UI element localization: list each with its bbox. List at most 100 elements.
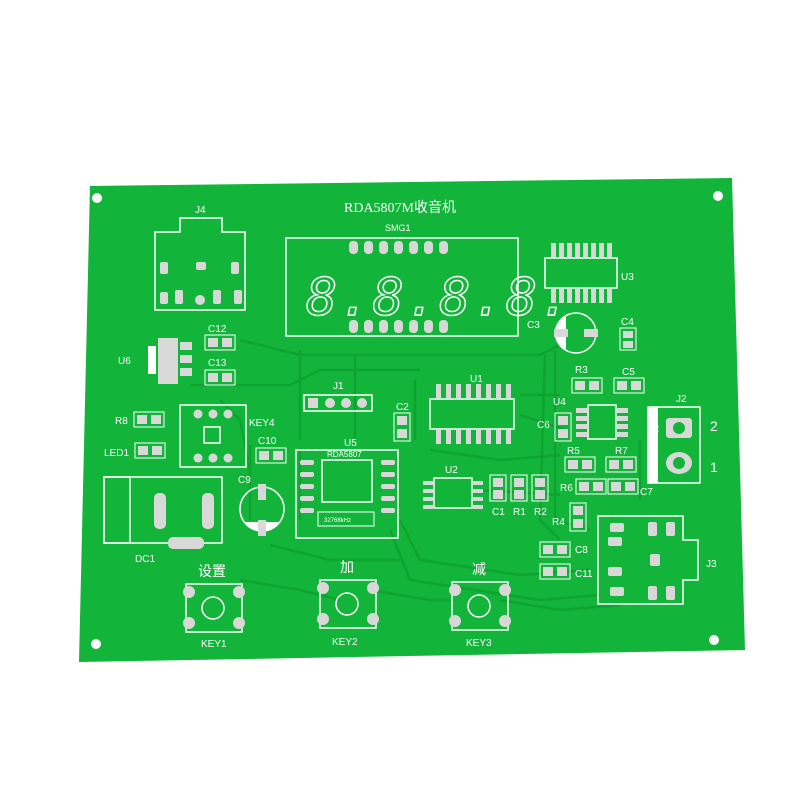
label-u5: U5 [344, 438, 357, 449]
label-r1: R1 [513, 507, 526, 518]
u5-pads [300, 460, 395, 513]
label-c6: C6 [537, 420, 550, 431]
u2-pads [423, 481, 483, 509]
key4-pads [193, 409, 233, 463]
crystal-marking: 32768kHz [324, 518, 351, 524]
j2-pin-1: 1 [710, 459, 718, 475]
u5-marking: RDA5807 [327, 450, 362, 459]
mounting-hole [92, 193, 102, 203]
r4-pads [569, 502, 587, 532]
c10-pads [255, 447, 287, 464]
u6-footprint [148, 338, 192, 384]
key4-outline [179, 404, 247, 468]
j1-outline [303, 394, 373, 412]
key2-cn-label: 加 [340, 559, 354, 575]
label-r2: R2 [534, 507, 547, 518]
label-c2: C2 [396, 402, 409, 413]
mounting-hole [709, 635, 719, 645]
label-j2: J2 [676, 394, 687, 405]
r6-pads [575, 478, 607, 495]
label-u2: U2 [445, 465, 458, 476]
r3-pads [571, 377, 603, 394]
u1-outline [429, 398, 515, 430]
j2-pin-2: 2 [710, 418, 718, 434]
j4-pads [160, 262, 242, 305]
label-r5: R5 [567, 446, 580, 457]
mounting-hole [91, 639, 101, 649]
board-title: RDA5807M收音机 [344, 199, 456, 216]
smg1-outline [285, 237, 519, 337]
label-j1: J1 [333, 381, 344, 392]
crystal-outline [317, 511, 375, 527]
c13-pads [204, 369, 236, 386]
label-u6: U6 [118, 356, 131, 367]
j2-pads [666, 418, 692, 474]
label-r4: R4 [552, 517, 565, 528]
u1-pads [436, 384, 511, 444]
r5-pads [564, 456, 596, 473]
key1-cn-label: 设置 [198, 563, 226, 579]
c1-r1-r2-pads [489, 474, 549, 502]
label-c8: C8 [575, 545, 588, 556]
mounting-hole [713, 191, 723, 201]
u2-outline [433, 477, 473, 509]
label-led1: LED1 [104, 448, 129, 459]
c12-pads [204, 334, 236, 351]
label-c7: C7 [640, 487, 653, 498]
label-c5: C5 [622, 367, 635, 378]
u4-pads [576, 408, 628, 437]
smg1-top-pads [349, 241, 448, 254]
r7-pads [605, 456, 637, 473]
label-c4: C4 [621, 317, 634, 328]
led1-pads [134, 442, 166, 459]
dc1-pads [154, 493, 214, 549]
label-u1: U1 [470, 374, 483, 385]
key3-ref-label: KEY3 [466, 638, 492, 649]
u5-outline [295, 449, 399, 539]
u5-chip-outline [321, 459, 373, 503]
label-smg1: SMG1 [385, 223, 411, 233]
u3-pads [551, 243, 612, 303]
label-dc1: DC1 [135, 554, 155, 565]
label-c13: C13 [208, 358, 227, 369]
key1-ref-label: KEY1 [201, 639, 227, 650]
label-u3: U3 [621, 272, 634, 283]
key2-ref-label: KEY2 [332, 637, 358, 648]
label-j4: J4 [195, 205, 206, 216]
j3-outline [597, 515, 699, 605]
label-c9: C9 [238, 475, 251, 486]
c4-pads [619, 327, 637, 351]
j4-outline [154, 217, 246, 311]
key2-button[interactable]: 加 KEY2 [317, 559, 379, 648]
label-u4: U4 [553, 397, 566, 408]
display-digits: 8.8.8.8. [306, 268, 572, 328]
c7-pads [607, 478, 639, 495]
key3-button[interactable]: 减 KEY3 [449, 561, 511, 649]
j1-pads [308, 398, 367, 408]
c2-pads [393, 412, 411, 442]
label-c12: C12 [208, 324, 227, 335]
label-r6: R6 [560, 483, 573, 494]
label-c10: C10 [258, 436, 277, 447]
j3-pads [608, 522, 675, 600]
key3-cn-label: 减 [472, 561, 486, 577]
r8-pads [133, 411, 165, 428]
u3-outline [544, 257, 618, 289]
c8-pads [539, 541, 571, 558]
j2-pin-2-inner: 2 [654, 424, 659, 434]
label-r8: R8 [115, 416, 128, 427]
key1-button[interactable]: 设置 KEY1 [183, 563, 245, 650]
label-c3: C3 [527, 320, 540, 331]
label-r3: R3 [575, 365, 588, 376]
u4-outline [587, 404, 617, 440]
smg1-bottom-pads [349, 320, 448, 333]
label-j3: J3 [706, 559, 717, 570]
c11-pads [539, 563, 571, 580]
label-c1: C1 [492, 507, 505, 518]
label-c11: C11 [575, 569, 593, 580]
label-r7: R7 [615, 446, 628, 457]
label-key4: KEY4 [249, 418, 275, 429]
c6-pads [554, 412, 572, 442]
c5-pads [613, 377, 645, 394]
